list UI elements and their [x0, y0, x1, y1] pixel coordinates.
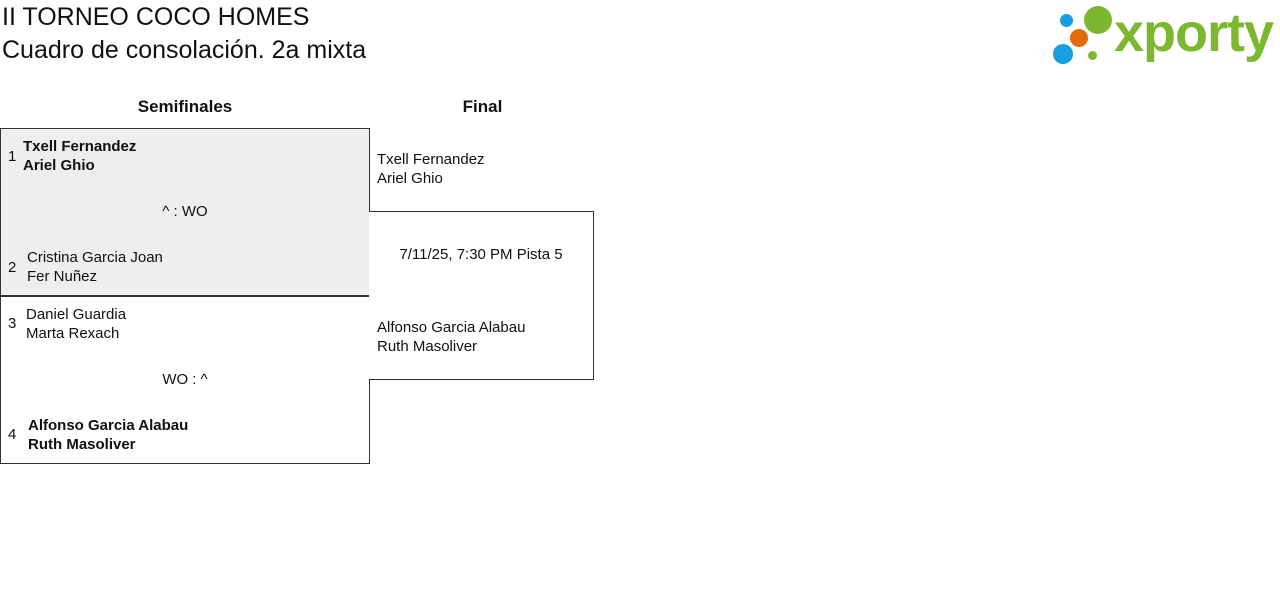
logo-wordmark: xporty — [1114, 3, 1274, 63]
match-score: WO : ^ — [162, 371, 208, 388]
team-seed: 3 — [8, 315, 17, 332]
draw-subtitle: Cuadro de consolación. 2a mixta — [2, 36, 367, 64]
round-header-semifinals: Semifinales — [137, 97, 233, 116]
player-name: Marta Rexach — [26, 325, 120, 342]
final-schedule: 7/11/25, 7:30 PM Pista 5 — [399, 246, 563, 263]
player-name: Fer Nuñez — [27, 268, 98, 285]
logo-dot-green-small-icon — [1088, 51, 1097, 60]
player-name: Ruth Masoliver — [377, 338, 478, 355]
team-names-winner: Txell Fernandez Ariel Ghio — [23, 137, 136, 175]
player-name: Ruth Masoliver — [28, 436, 136, 453]
final-team-top[interactable]: Txell Fernandez Ariel Ghio — [377, 150, 485, 188]
team-names: Cristina Garcia Joan Fer Nuñez — [27, 248, 163, 286]
team-names: Daniel Guardia Marta Rexach — [26, 305, 126, 343]
logo-dot-green-icon — [1084, 6, 1112, 34]
player-name: Txell Fernandez — [377, 151, 485, 168]
player-name: Txell Fernandez — [23, 138, 137, 155]
team-seed: 4 — [8, 426, 17, 443]
semifinal-match-2[interactable]: 3 Daniel Guardia Marta Rexach WO : ^ 4 A… — [0, 296, 370, 464]
player-name: Ariel Ghio — [377, 170, 443, 187]
logo-dot-blue-small-icon — [1060, 14, 1073, 27]
final-team-bottom[interactable]: Alfonso Garcia Alabau Ruth Masoliver — [377, 318, 525, 356]
round-header-final: Final — [462, 97, 503, 116]
tournament-title: II TORNEO COCO HOMES — [2, 3, 310, 31]
final-match[interactable]: 7/11/25, 7:30 PM Pista 5 — [369, 211, 594, 380]
semifinal-match-1[interactable]: 1 Txell Fernandez Ariel Ghio ^ : WO 2 Cr… — [0, 128, 370, 296]
match-score: ^ : WO — [162, 203, 208, 220]
team-seed: 1 — [8, 148, 17, 165]
team-seed: 2 — [8, 259, 17, 276]
player-name: Alfonso Garcia Alabau — [28, 417, 189, 434]
player-name: Daniel Guardia — [26, 306, 127, 323]
player-name: Cristina Garcia Joan — [27, 249, 163, 266]
xporty-logo[interactable]: xporty — [1050, 4, 1280, 66]
player-name: Ariel Ghio — [23, 157, 95, 174]
player-name: Alfonso Garcia Alabau — [377, 319, 526, 336]
logo-dot-blue-icon — [1053, 44, 1073, 64]
team-names-winner: Alfonso Garcia Alabau Ruth Masoliver — [28, 416, 188, 454]
logo-dot-orange-icon — [1070, 29, 1088, 47]
